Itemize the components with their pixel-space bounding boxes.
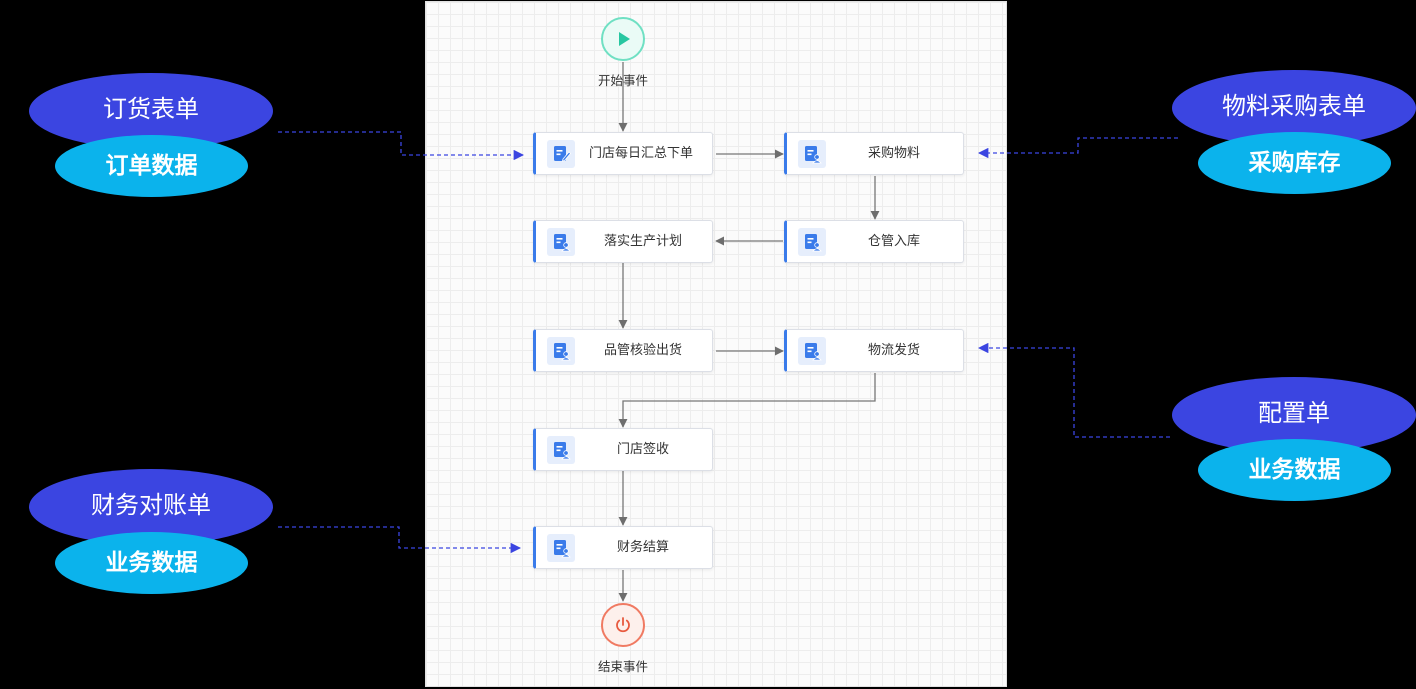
user-form-icon (798, 140, 826, 168)
user-form-icon (547, 228, 575, 256)
task-node-warehouse-inbound[interactable]: 仓管入库 (784, 220, 964, 263)
user-form-icon (547, 534, 575, 562)
end-event[interactable] (601, 603, 645, 647)
start-event-label: 开始事件 (597, 73, 648, 88)
user-form-icon (547, 436, 575, 464)
user-form-icon (547, 337, 575, 365)
annotation-link-purchase-form (977, 137, 1178, 159)
task-node-production-plan[interactable]: 落实生产计划 (533, 220, 713, 263)
annotation-subtitle-order-data: 订单数据 (55, 135, 248, 197)
task-node-label: 门店签收 (616, 442, 669, 457)
play-icon (619, 32, 630, 46)
task-node-store-receipt[interactable]: 门店签收 (533, 428, 713, 471)
task-node-label: 财务结算 (616, 540, 669, 555)
task-node-store-daily-order[interactable]: 门店每日汇总下单 (533, 132, 713, 175)
user-form-icon (798, 228, 826, 256)
end-event-label: 结束事件 (597, 659, 648, 674)
annotation-link-config-form (977, 342, 1170, 438)
task-node-finance-settlement[interactable]: 财务结算 (533, 526, 713, 569)
user-form-icon (798, 337, 826, 365)
edit-form-icon (547, 140, 575, 168)
task-node-logistics-shipping[interactable]: 物流发货 (784, 329, 964, 372)
annotation-subtitle-business-data: 业务数据 (1198, 439, 1391, 501)
task-node-purchase-material[interactable]: 采购物料 (784, 132, 964, 175)
task-node-label: 品管核验出货 (603, 343, 682, 358)
task-node-quality-check[interactable]: 品管核验出货 (533, 329, 713, 372)
task-node-label: 落实生产计划 (603, 234, 682, 249)
start-event[interactable] (601, 17, 645, 61)
task-node-label: 门店每日汇总下单 (588, 146, 693, 161)
annotation-subtitle-purchase-stock: 采购库存 (1198, 132, 1391, 194)
task-node-label: 仓管入库 (867, 234, 920, 249)
power-icon (616, 617, 630, 633)
task-node-label: 采购物料 (867, 146, 920, 161)
task-node-label: 物流发货 (867, 343, 920, 358)
annotation-subtitle-business-data: 业务数据 (55, 532, 248, 594)
